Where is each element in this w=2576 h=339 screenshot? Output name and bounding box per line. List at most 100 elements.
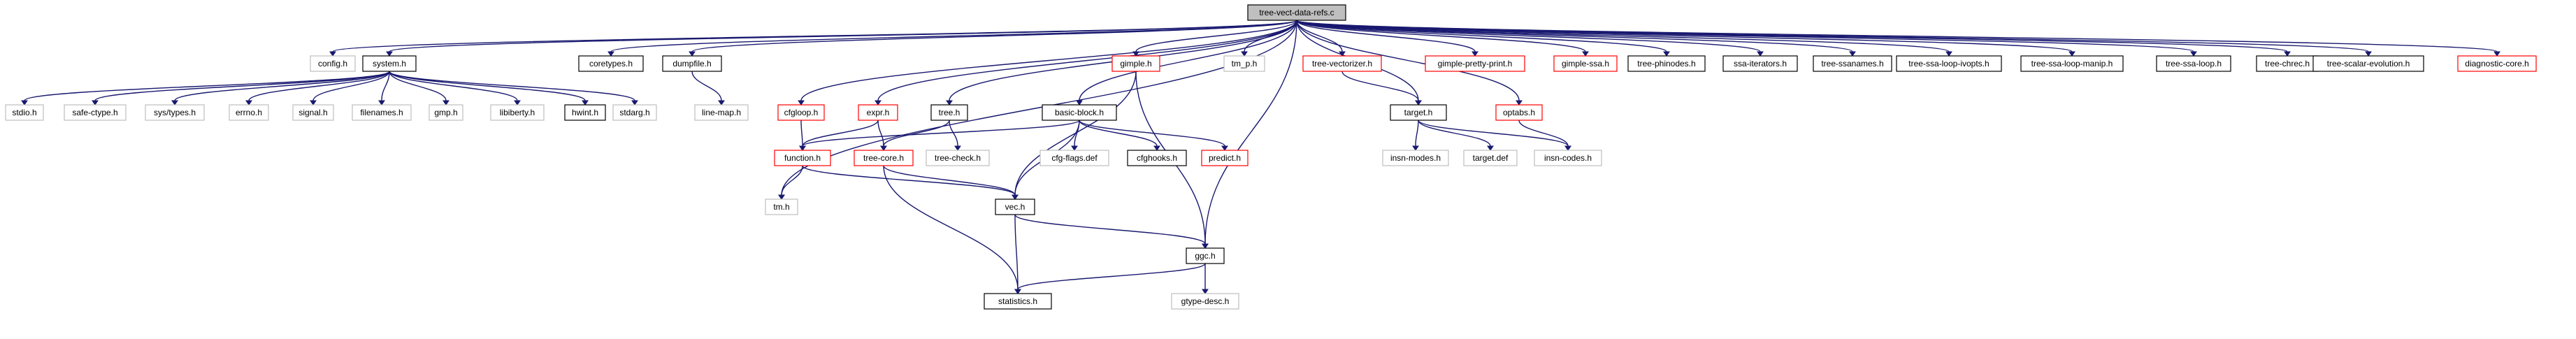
node-label: target.h [1404,108,1433,117]
arrowhead-basic_block-to-cfghooks [1153,145,1160,151]
edge-root-to-expr [877,20,1297,101]
node-safe-ctype: safe-ctype.h [64,104,127,121]
node-vec[interactable]: vec.h [995,199,1035,215]
node-box [1042,104,1117,121]
node-tree[interactable]: tree.h [930,104,968,121]
node-statistics[interactable]: statistics.h [984,293,1052,310]
edge-function-to-vec [802,165,1016,196]
node-optabs[interactable]: optabs.h [1495,104,1543,121]
node-label: expr.h [867,108,890,117]
node-ivopts[interactable]: tree-ssa-loop-ivopts.h [1896,55,2002,72]
node-expr[interactable]: expr.h [858,104,898,121]
node-root[interactable]: tree-vect-data-refs.c [1247,4,1346,21]
node-label: function.h [784,153,821,163]
arrowhead-root-to-ivopts [1945,51,1952,57]
node-label: hwint.h [572,108,598,117]
edge-tree-to-tree_check [949,120,958,147]
edge-system-to-filenames [381,71,390,101]
edge-system-to-stdio [24,71,390,101]
node-label: tree-ssa-loop-ivopts.h [1908,59,1989,68]
node-box [5,104,44,121]
node-ssa-iterators[interactable]: ssa-iterators.h [1722,55,1798,72]
node-tree-vectorizer[interactable]: tree-vectorizer.h [1302,55,1382,72]
node-label: tm_p.h [1232,59,1258,68]
node-label: ssa-iterators.h [1734,59,1787,68]
edge-root-to-gimple [1135,20,1297,52]
node-label: line-map.h [702,108,741,117]
node-box [1425,55,1525,72]
node-label: stdarg.h [619,108,649,117]
arrowhead-root-to-coretypes [607,51,614,57]
arrowhead-target-to-target_def [1487,145,1494,151]
node-gimple-pretty[interactable]: gimple-pretty-print.h [1425,55,1525,72]
node-box [930,104,968,121]
edge-vec-to-ggc [1014,214,1206,245]
node-label: cfgloop.h [784,108,819,117]
edge-root-to-gimple_pretty [1296,20,1476,52]
arrowhead-root-to-diag_core [2494,51,2501,57]
edge-basic_block-to-function [802,120,1080,147]
node-coretypes[interactable]: coretypes.h [578,55,644,72]
arrowhead-root-to-chrec [2284,51,2291,57]
node-label: cfghooks.h [1137,153,1177,163]
node-sys-types: sys/types.h [145,104,205,121]
arrowhead-basic_block-to-cfg_flags [1071,145,1078,151]
node-target[interactable]: target.h [1390,104,1447,121]
node-ggc[interactable]: ggc.h [1186,247,1225,264]
node-ssa-loop[interactable]: tree-ssa-loop.h [2156,55,2231,72]
node-box [1896,55,2002,72]
arrowhead-system-to-errno [245,100,252,106]
node-libiberty: libiberty.h [490,104,545,121]
node-box [1039,150,1109,166]
arrowhead-basic_block-to-function [799,145,806,151]
node-chrec[interactable]: tree-chrec.h [2256,55,2319,72]
edge-system-to-hwint [389,71,586,101]
node-tm-p: tm_p.h [1223,55,1265,72]
node-label: cfg-flags.def [1051,153,1098,163]
node-box [1722,55,1798,72]
node-box [1553,55,1618,72]
arrowhead-system-to-stdarg [631,100,638,106]
node-gimple[interactable]: gimple.h [1111,55,1160,72]
node-function[interactable]: function.h [774,150,831,166]
node-label: tree-chrec.h [2265,59,2310,68]
node-tree-phinodes[interactable]: tree-phinodes.h [1627,55,1706,72]
node-label: insn-codes.h [1544,153,1592,163]
node-box [995,199,1035,215]
node-cfghooks[interactable]: cfghooks.h [1127,150,1187,166]
arrowhead-root-to-basic_block [1076,100,1083,106]
node-basic-block[interactable]: basic-block.h [1042,104,1117,121]
node-tree-ssanames[interactable]: tree-ssanames.h [1813,55,1892,72]
arrowhead-system-to-sys_types [171,100,178,106]
node-cfgloop[interactable]: cfgloop.h [777,104,825,121]
node-predict[interactable]: predict.h [1201,150,1249,166]
node-box [578,55,644,72]
edge-root-to-tree_phinodes [1296,20,1667,52]
node-hwint[interactable]: hwint.h [564,104,606,121]
node-manip[interactable]: tree-ssa-loop-manip.h [2020,55,2124,72]
arrowhead-root-to-tree_ssanames [1849,51,1856,57]
node-label: gimple.h [1120,59,1151,68]
node-dumpfile[interactable]: dumpfile.h [662,55,722,72]
node-label: config.h [318,59,347,68]
node-label: diagnostic-core.h [2465,59,2528,68]
node-system[interactable]: system.h [362,55,417,72]
node-label: tm.h [773,202,789,212]
node-gimple-ssa[interactable]: gimple-ssa.h [1553,55,1618,72]
edge-target-to-insn_modes [1415,120,1419,147]
node-box [1627,55,1706,72]
edge-expr-to-function [802,120,879,147]
node-box [145,104,205,121]
node-box [858,104,898,121]
node-box [1201,150,1249,166]
node-box [429,104,463,121]
arrowhead-system-to-gmp [442,100,449,106]
node-diag-core[interactable]: diagnostic-core.h [2457,55,2537,72]
node-scalar-evo[interactable]: tree-scalar-evolution.h [2312,55,2424,72]
edge-root-to-diag_core [1296,20,2498,52]
edge-expr-to-tree_core [877,120,884,147]
node-box [1813,55,1892,72]
node-tree-core[interactable]: tree-core.h [854,150,914,166]
node-label: predict.h [1209,153,1241,163]
node-box [2312,55,2424,72]
